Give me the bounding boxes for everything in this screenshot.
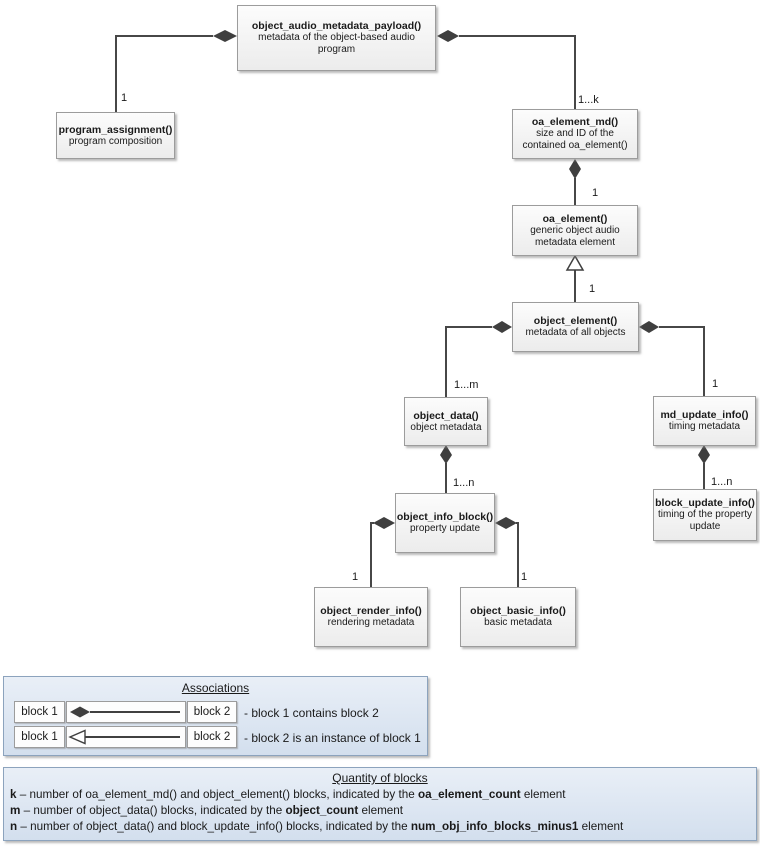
node-object-data: object_data() object metadata: [404, 397, 488, 446]
contains-connector-sample: [66, 701, 186, 723]
composition-diamond-icon: [639, 321, 659, 333]
multiplicity-object-info-block: 1...n: [453, 477, 475, 489]
node-title: md_update_info(): [660, 409, 749, 421]
connector-payload-oa-element-md: [459, 35, 576, 109]
node-object-audio-metadata-payload: object_audio_metadata_payload() metadata…: [237, 5, 436, 71]
node-title: object_basic_info(): [470, 605, 566, 617]
inheritance-triangle-icon: [565, 254, 585, 271]
associations-legend-title: Associations: [181, 681, 250, 695]
node-subtitle: timing of the property update: [658, 509, 752, 532]
quantity-line-m: m – number of object_data() blocks, indi…: [10, 803, 752, 819]
connector-object-info-block-object-basic-info: [516, 522, 519, 587]
composition-diamond-icon: [440, 445, 452, 464]
node-subtitle: property update: [409, 523, 481, 534]
quantity-element-name: num_obj_info_blocks_minus1: [410, 820, 579, 833]
node-subtitle: metadata of all objects: [525, 327, 626, 338]
composition-diamond-icon: [569, 159, 581, 179]
multiplicity-oa-element: 1: [592, 187, 599, 199]
connector-payload-program-assignment: [115, 35, 213, 112]
node-title: object_data(): [413, 409, 479, 422]
node-title: program_assignment(): [58, 123, 173, 136]
legend-block1-box: block 1: [14, 726, 65, 748]
node-title: object_render_info(): [320, 605, 422, 617]
node-subtitle: program composition: [68, 135, 163, 147]
quantity-legend-title: Quantity of blocks: [332, 771, 428, 785]
quantity-line-k: k – number of oa_element_md() and object…: [10, 787, 752, 803]
quantity-text: – number of object_data() and block_upda…: [17, 820, 411, 833]
node-oa-element: oa_element() generic object audio metada…: [512, 205, 638, 256]
node-object-basic-info: object_basic_info() basic metadata: [460, 587, 576, 647]
legend-block2-box: block 2: [187, 701, 237, 723]
quantity-text: element: [358, 804, 404, 817]
node-subtitle: basic metadata: [484, 617, 552, 628]
composition-diamond-icon: [437, 30, 459, 42]
node-block-update-info: block_update_info() timing of the proper…: [653, 489, 757, 541]
quantity-text: – number of object_data() blocks, indica…: [20, 804, 286, 817]
node-program-assignment: program_assignment() program composition: [56, 112, 175, 159]
quantity-line-n: n – number of object_data() and block_up…: [10, 819, 752, 835]
node-subtitle: rendering metadata: [327, 617, 415, 628]
quantity-element-name: object_count: [285, 804, 359, 817]
node-title: oa_element_md(): [531, 116, 619, 128]
legend-block2-box: block 2: [187, 726, 237, 748]
node-title: block_update_info(): [655, 497, 755, 509]
multiplicity-object-element: 1: [589, 283, 596, 295]
composition-diamond-icon: [495, 517, 517, 529]
node-title: object_element(): [533, 315, 618, 327]
instance-connector-sample: [66, 726, 186, 748]
composition-diamond-icon: [492, 321, 512, 333]
associations-legend: Associations block 1 block 2 - block 1 c…: [3, 676, 428, 756]
connector-object-info-block-object-render-info: [370, 522, 374, 587]
composition-diamond-icon: [373, 517, 395, 529]
node-oa-element-md: oa_element_md() size and ID of the conta…: [512, 109, 638, 159]
multiplicity-program-assignment: 1: [121, 92, 128, 104]
node-subtitle: metadata of the object-based audio progr…: [258, 32, 415, 55]
quantity-symbol: n: [10, 820, 18, 833]
node-title: object_audio_metadata_payload(): [251, 20, 422, 32]
node-subtitle: generic object audio metadata element: [530, 224, 620, 248]
composition-diamond-icon: [213, 30, 237, 42]
multiplicity-md-update-info: 1: [712, 378, 719, 390]
quantity-element-name: oa_element_count: [418, 788, 521, 801]
multiplicity-object-data: 1...m: [454, 379, 479, 391]
node-subtitle: size and ID of the contained oa_element(…: [522, 128, 628, 151]
quantity-text: – number of oa_element_md() and object_e…: [16, 788, 419, 801]
quantity-legend-body: k – number of oa_element_md() and object…: [10, 787, 752, 835]
node-subtitle: timing metadata: [668, 421, 741, 432]
multiplicity-object-render-info: 1: [352, 571, 359, 583]
multiplicity-block-update-info: 1...n: [711, 476, 733, 488]
instance-connector-icon: [68, 729, 180, 745]
quantity-symbol: k: [10, 788, 17, 801]
quantity-symbol: m: [10, 804, 21, 817]
node-subtitle: object metadata: [410, 421, 482, 433]
quantity-legend: Quantity of blocks k – number of oa_elem…: [3, 767, 757, 841]
connector-object-element-md-update-info: [659, 326, 705, 396]
node-md-update-info: md_update_info() timing metadata: [653, 396, 756, 446]
node-object-element: object_element() metadata of all objects: [512, 302, 639, 352]
node-object-render-info: object_render_info() rendering metadata: [314, 587, 428, 647]
quantity-text: element: [578, 820, 624, 833]
node-title: oa_element(): [542, 212, 608, 225]
legend-block1-box: block 1: [14, 701, 65, 723]
multiplicity-object-basic-info: 1: [521, 571, 528, 583]
instance-association-description: - block 2 is an instance of block 1: [244, 731, 421, 745]
node-title: object_info_block(): [396, 511, 494, 523]
composition-diamond-icon: [698, 445, 710, 464]
contains-association-description: - block 1 contains block 2: [244, 706, 379, 720]
quantity-text: element: [520, 788, 566, 801]
contains-connector-icon: [70, 706, 180, 718]
multiplicity-oa-element-md: 1...k: [578, 94, 599, 106]
node-object-info-block: object_info_block() property update: [395, 493, 495, 553]
